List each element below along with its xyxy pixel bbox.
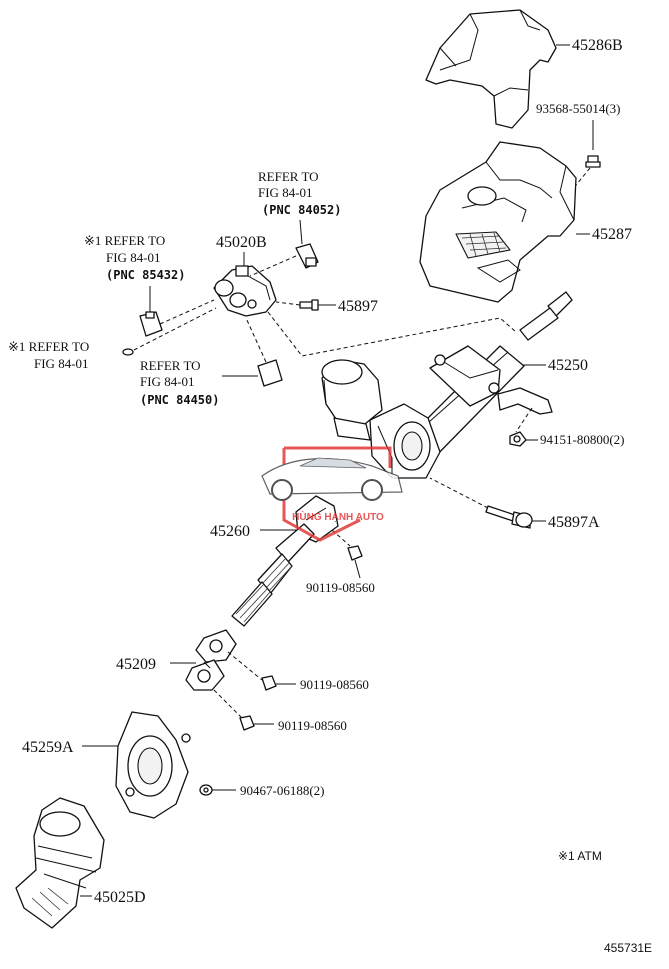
label-45897: 45897 — [338, 298, 378, 315]
ignition-switch-45020b[interactable] — [213, 265, 277, 317]
nut-94151[interactable] — [509, 431, 527, 447]
upper-column-cover[interactable] — [425, 9, 557, 129]
ref-atm-line-1: ※1 REFER TO — [8, 339, 89, 354]
label-90119-08560-b: 90119-08560 — [300, 677, 369, 692]
bolt-45897a[interactable] — [485, 505, 533, 529]
reference-pnc-84052: REFER TO FIG 84-01 (PNC 84052) — [258, 169, 341, 245]
reference-pnc-85432: ※1 REFER TO FIG 84-01 (PNC 85432) — [84, 233, 185, 282]
screw-93568[interactable] — [585, 120, 601, 168]
label-90119-08560-c: 90119-08560 — [278, 718, 347, 733]
label-45020b: 45020B — [216, 234, 267, 251]
connector-84450[interactable] — [257, 359, 283, 387]
figure-number: 455731E — [604, 941, 652, 955]
watermark-logo: HÙNG HẠNH AUTO — [261, 446, 403, 542]
universal-joint-45209[interactable] — [185, 629, 237, 691]
lower-column-cover[interactable] — [419, 141, 577, 303]
seal-plate-45259a[interactable] — [115, 711, 191, 819]
ref-85432-line-3: (PNC 85432) — [106, 268, 185, 282]
label-90119-08560-a: 90119-08560 — [306, 580, 375, 595]
reference-atm: ※1 REFER TO FIG 84-01 — [8, 339, 89, 371]
label-45250: 45250 — [548, 357, 588, 374]
ref-85432-line-1: ※1 REFER TO — [84, 233, 165, 248]
bolt-90119-a[interactable] — [347, 545, 363, 579]
steering-column-45250[interactable] — [321, 291, 573, 479]
connector-85432[interactable] — [139, 286, 163, 337]
reference-pnc-84450: REFER TO FIG 84-01 (PNC 84450) — [140, 358, 258, 407]
bolt-45897[interactable] — [299, 299, 319, 311]
pin-atm[interactable] — [122, 348, 134, 356]
ref-84450-line-2: FIG 84-01 — [140, 374, 195, 389]
watermark-text: HÙNG HẠNH AUTO — [292, 510, 384, 523]
label-45025d: 45025D — [94, 889, 146, 906]
label-45209: 45209 — [116, 656, 156, 673]
bolt-90119-b[interactable] — [261, 675, 277, 691]
ref-84450-line-3: (PNC 84450) — [140, 393, 219, 407]
label-93568-55014: 93568-55014(3) — [536, 101, 621, 116]
connector-84052[interactable] — [295, 243, 319, 269]
bolt-90119-c[interactable] — [239, 715, 255, 731]
label-94151-80800: 94151-80800(2) — [540, 432, 625, 447]
label-45286b: 45286B — [572, 37, 623, 54]
label-90467-06188: 90467-06188(2) — [240, 783, 325, 798]
label-45287: 45287 — [592, 226, 632, 243]
ref-84052-line-3: (PNC 84052) — [262, 203, 341, 217]
ref-85432-line-2: FIG 84-01 — [106, 250, 161, 265]
ref-84052-line-2: FIG 84-01 — [258, 185, 313, 200]
label-45259a: 45259A — [22, 739, 74, 756]
dust-boot-45025d[interactable] — [15, 797, 105, 929]
ref-84052-line-1: REFER TO — [258, 169, 319, 184]
ref-84450-line-1: REFER TO — [140, 358, 201, 373]
label-45897a: 45897A — [548, 514, 600, 531]
ref-atm-line-2: FIG 84-01 — [34, 356, 89, 371]
clip-90467[interactable] — [199, 784, 213, 796]
footnote-atm: ※1 ATM — [558, 849, 602, 863]
intermediate-shaft-45260[interactable] — [231, 495, 339, 627]
label-45260: 45260 — [210, 523, 250, 540]
